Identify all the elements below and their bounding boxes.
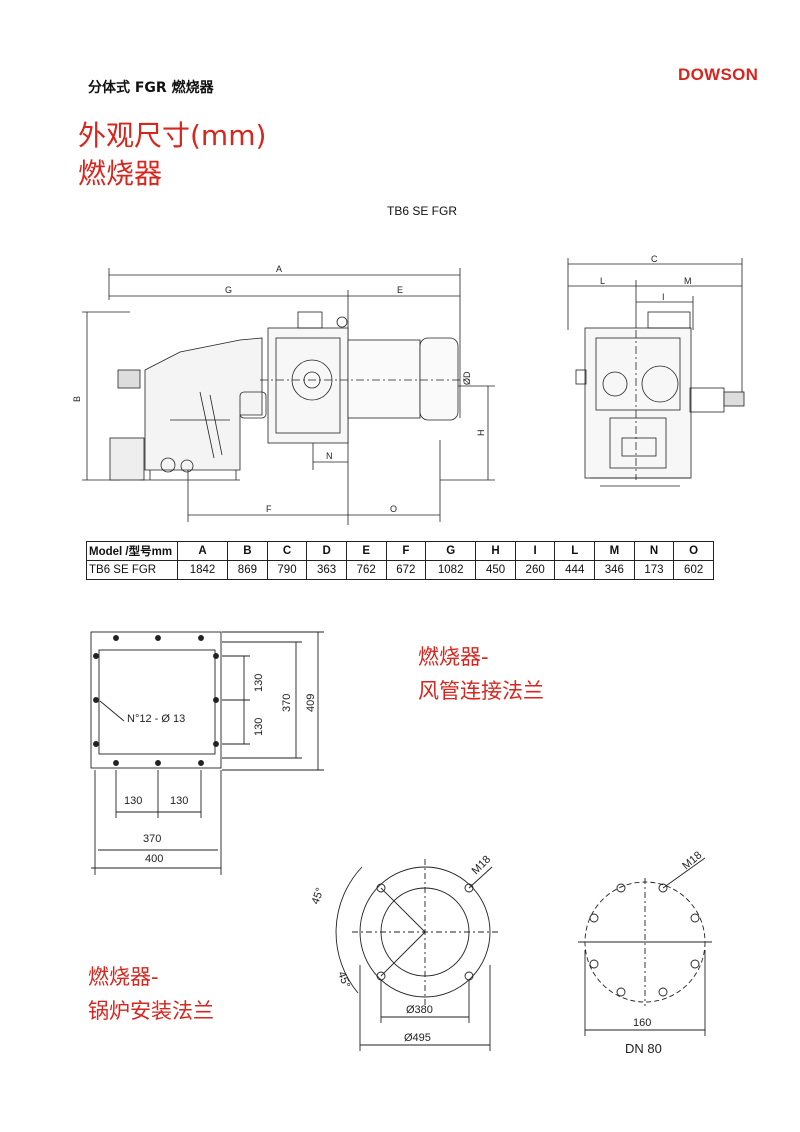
table-header-cell: O: [673, 541, 714, 561]
table-header-cell: N: [633, 541, 675, 561]
table-cell: 1842: [176, 560, 229, 580]
dn80-label: DN 80: [625, 1041, 662, 1056]
label-O: O: [390, 504, 397, 514]
table-cell: 346: [594, 560, 635, 580]
table-header-cell: H: [475, 541, 516, 561]
table-cell-model: TB6 SE FGR: [86, 560, 178, 580]
table-cell: 672: [385, 560, 427, 580]
angle-45-bottom: 45°: [335, 970, 352, 990]
table-header-cell: F: [385, 541, 427, 561]
boiler-flange-title-line1: 燃烧器-: [88, 965, 159, 989]
table-header-cell: A: [176, 541, 229, 561]
label-G: G: [225, 285, 232, 295]
dim-160: 160: [633, 1017, 651, 1029]
table-cell: 363: [306, 560, 347, 580]
label-F: F: [266, 504, 272, 514]
dim-370-horizontal: 370: [143, 833, 161, 845]
document-subtitle: 分体式 FGR 燃烧器: [88, 80, 214, 96]
thread-m18-left: M18: [470, 853, 494, 877]
burner-dimension-drawing: A G E B ØD H N F O C L M I: [72, 254, 745, 525]
table-cell: 173: [633, 560, 675, 580]
dim-130-upper: 130: [253, 674, 265, 692]
thread-m18-right: M18: [680, 849, 704, 872]
table-row: TB6 SE FGR 1842 869 790 363 762 672 1082…: [86, 560, 714, 580]
label-C: C: [651, 254, 658, 264]
angle-45-top: 45°: [310, 886, 327, 906]
hole-note: N°12 - Ø 13: [127, 713, 185, 725]
table-header-cell: E: [345, 541, 387, 561]
table-header-model: Model /型号mm: [86, 541, 178, 561]
table-header-cell: I: [514, 541, 556, 561]
dim-495: Ø495: [404, 1032, 431, 1044]
dim-400: 400: [145, 853, 163, 865]
table-header-cell: C: [266, 541, 308, 561]
table-header-cell: B: [227, 541, 268, 561]
dim-409: 409: [305, 694, 317, 712]
boiler-flange-title-line2: 锅炉安装法兰: [88, 999, 214, 1023]
page-title: 外观尺寸(mm): [78, 119, 267, 152]
dim-130-right: 130: [170, 795, 188, 807]
label-H: H: [476, 430, 486, 437]
label-E: E: [397, 285, 403, 295]
table-cell: 260: [514, 560, 556, 580]
label-I: I: [662, 292, 665, 302]
label-B: B: [72, 396, 82, 402]
label-A: A: [276, 264, 282, 274]
table-header-cell: G: [425, 541, 477, 561]
table-cell: 450: [475, 560, 516, 580]
model-caption: TB6 SE FGR: [387, 204, 458, 218]
table-header-cell: D: [306, 541, 347, 561]
table-header-cell: M: [594, 541, 635, 561]
table-header-cell: L: [554, 541, 596, 561]
boiler-flange-drawing: 45° 45° M18 Ø380 Ø495: [310, 853, 498, 1051]
table-cell: 602: [673, 560, 714, 580]
air-flange-title-line2: 风管连接法兰: [418, 679, 544, 703]
label-M: M: [684, 276, 692, 286]
brand-logo: DOWSON: [678, 65, 759, 84]
air-duct-flange-drawing: N°12 - Ø 13 130 130 370 400 130 130 370 …: [90, 631, 324, 875]
label-N: N: [326, 451, 333, 461]
dim-130-left: 130: [124, 795, 142, 807]
table-cell: 444: [554, 560, 596, 580]
table-header-row: Model /型号mm A B C D E F G H I L M N O: [86, 541, 714, 561]
table-cell: 869: [227, 560, 268, 580]
dimension-table: Model /型号mm A B C D E F G H I L M N O TB…: [86, 541, 714, 580]
air-flange-title-line1: 燃烧器-: [418, 645, 489, 669]
dim-380: Ø380: [406, 1004, 433, 1016]
label-D: ØD: [462, 371, 472, 385]
table-cell: 790: [266, 560, 308, 580]
page-subtitle: 燃烧器: [78, 157, 163, 190]
dim-130-lower: 130: [253, 718, 265, 736]
dim-370-vertical: 370: [281, 694, 293, 712]
table-cell: 1082: [425, 560, 477, 580]
gas-flange-drawing: M18 160 DN 80: [578, 849, 712, 1056]
label-L: L: [600, 276, 605, 286]
table-cell: 762: [345, 560, 387, 580]
